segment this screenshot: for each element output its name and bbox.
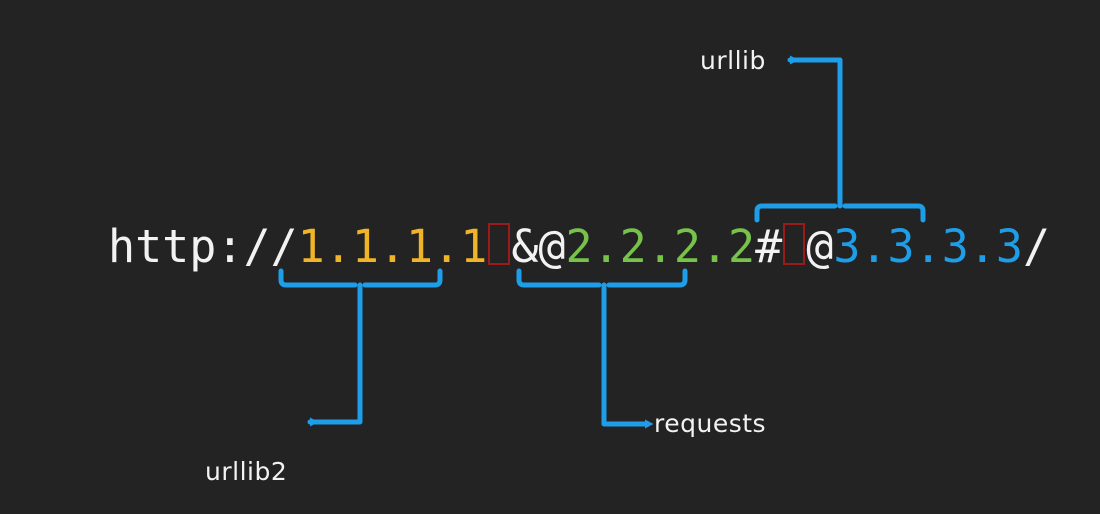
annotation-label-urllib: urllib [700, 46, 766, 75]
annotation-label-line-urllib2: urllib2 [205, 457, 288, 486]
control-char-box-1 [488, 223, 511, 265]
annotation-label-urllib2-httplib: urllib2 httplib [205, 392, 290, 514]
control-char-box-2 [783, 223, 806, 265]
url-token-hash: # [755, 219, 783, 273]
wire-urllib [787, 55, 843, 209]
url-token-host-second: 2.2.2.2 [565, 219, 756, 273]
annotation-label-requests: requests [654, 409, 767, 438]
wire-requests [601, 282, 654, 429]
url-token-host-third: 3.3.3.3 [833, 219, 1023, 273]
url-string: http:// 1.1.1.1 &@ 2.2.2.2 # @ 3.3.3.3 / [108, 216, 1050, 276]
url-token-scheme: http:// [108, 219, 298, 273]
url-token-at-sign: @ [806, 219, 834, 273]
url-token-trailing-slash: / [1023, 219, 1051, 273]
url-token-ampersand-at: &@ [511, 219, 566, 273]
url-token-host-first: 1.1.1.1 [297, 219, 488, 273]
wire-urllib2-httplib [307, 282, 363, 427]
